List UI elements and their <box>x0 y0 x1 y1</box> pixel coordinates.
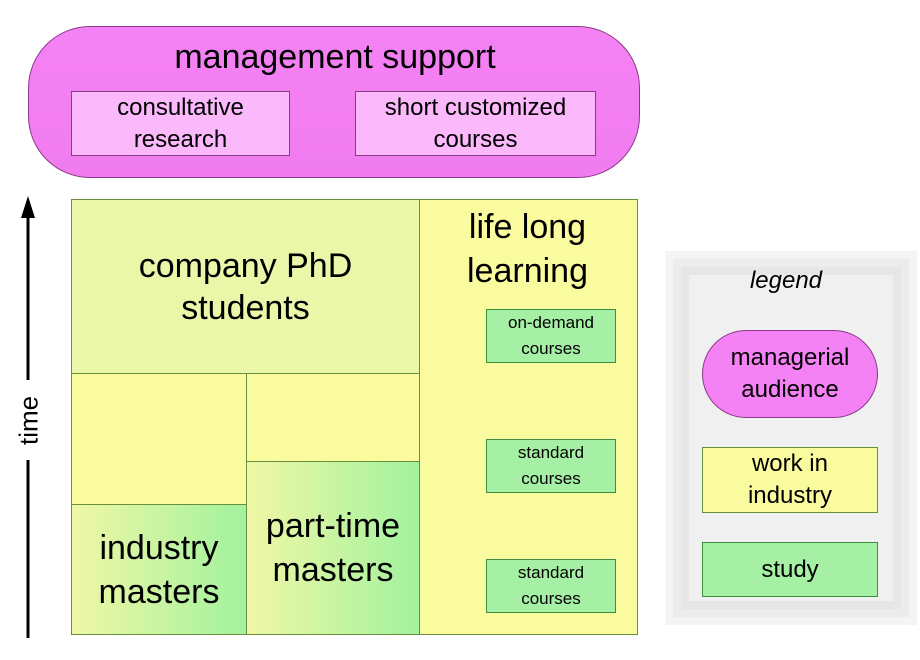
life-long-learning-label: life long learning <box>467 208 588 290</box>
time-axis-label: time <box>4 380 54 460</box>
management-support-title: management support <box>174 37 496 76</box>
legend-work-in-industry: work in industry <box>702 447 878 513</box>
legend-managerial-audience: managerial audience <box>702 330 878 418</box>
on-demand-courses-box: on-demand courses <box>486 309 616 363</box>
short-customized-courses-box: short customized courses <box>355 91 596 156</box>
legend-study: study <box>702 542 878 597</box>
management-support-region: management support consultative research… <box>28 26 640 178</box>
part-time-masters-block: part-time masters <box>246 461 420 635</box>
standard-courses-box: standard courses <box>486 559 616 613</box>
work-in-industry-cell-left <box>71 373 247 505</box>
consultative-research-box: consultative research <box>71 91 290 156</box>
company-phd-students-block: company PhD students <box>71 199 420 374</box>
industry-masters-block: industry masters <box>71 504 247 635</box>
legend-title: legend <box>749 267 823 294</box>
standard-courses-box: standard courses <box>486 439 616 493</box>
work-in-industry-cell-right <box>246 373 420 462</box>
